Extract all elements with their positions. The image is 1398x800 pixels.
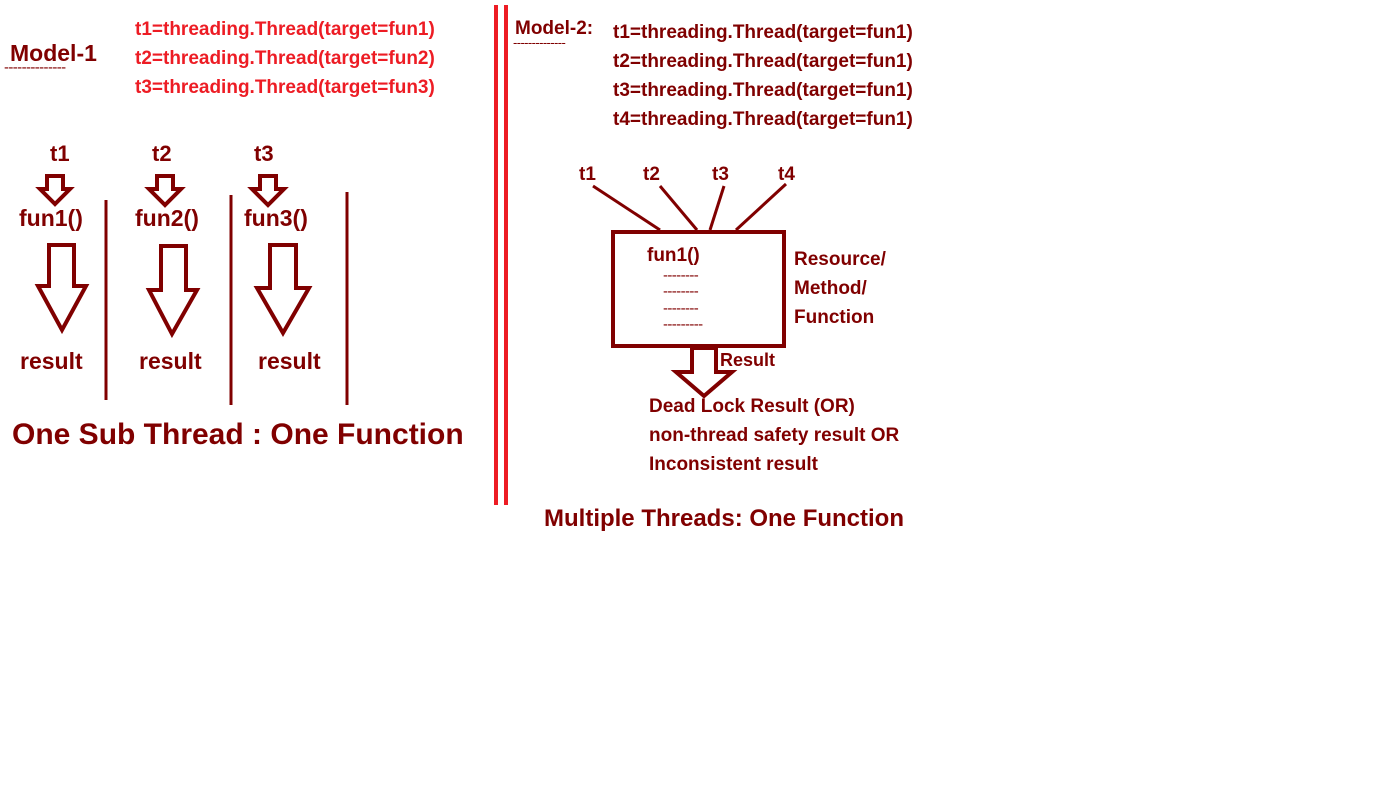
small-down-arrow-icon [35, 174, 75, 207]
model1-label-underline: -------------- [4, 59, 66, 76]
thread-label-t2: t2 [152, 141, 172, 166]
model2-code-line-4: t4=threading.Thread(target=fun1) [613, 109, 913, 130]
function-box-line-1: -------- [663, 267, 699, 284]
model2-thread-t3: t3 [712, 164, 729, 185]
model1-code-line-2: t2=threading.Thread(target=fun2) [135, 48, 435, 69]
thread-connector-t1 [592, 184, 661, 232]
model2-result-label: Result [720, 350, 776, 370]
big-down-arrow-icon [253, 243, 313, 337]
model2-thread-t1: t1 [579, 164, 596, 185]
model2-label-underline: -------------- [513, 35, 566, 50]
resource-label-line-2: Method/ [794, 278, 867, 299]
function-label-fun1: fun1() [19, 205, 83, 231]
outcome-line-1: Dead Lock Result (OR) [649, 396, 855, 417]
small-down-arrow-icon [247, 174, 289, 208]
function-box-line-2: -------- [663, 283, 699, 300]
function-label-fun2: fun2() [135, 205, 199, 231]
function-label-fun3: fun3() [244, 205, 308, 231]
function-box-title: fun1() [647, 245, 700, 266]
thread-connector-t3 [708, 185, 726, 231]
model1-label: Model-1 [10, 40, 97, 66]
big-down-arrow-icon [34, 243, 90, 335]
model2-code-line-3: t3=threading.Thread(target=fun1) [613, 80, 913, 101]
function-box [611, 230, 786, 348]
function-box-line-4: --------- [663, 316, 703, 333]
model2-caption: Multiple Threads: One Function [544, 505, 904, 532]
thread-label-t3: t3 [254, 141, 274, 166]
resource-label-line-1: Resource/ [794, 249, 886, 270]
function-box-line-3: -------- [663, 300, 699, 317]
model2-thread-t4: t4 [778, 164, 795, 185]
model1-code-line-1: t1=threading.Thread(target=fun1) [135, 19, 435, 40]
model2-code-line-1: t1=threading.Thread(target=fun1) [613, 22, 913, 43]
result-label-1: result [20, 348, 83, 374]
thread-label-t1: t1 [50, 141, 70, 166]
model2-label: Model-2: [515, 18, 594, 39]
result-label-2: result [139, 348, 202, 374]
small-down-arrow-icon [144, 174, 186, 208]
outcome-line-3: Inconsistent result [649, 454, 818, 475]
model2-code-line-2: t2=threading.Thread(target=fun1) [613, 51, 913, 72]
result-arrow-icon [670, 346, 738, 399]
model1-code-line-3: t3=threading.Thread(target=fun3) [135, 77, 435, 98]
result-label-3: result [258, 348, 321, 374]
big-down-arrow-icon [145, 244, 201, 339]
thread-connector-t4 [734, 182, 788, 232]
model2-thread-t2: t2 [643, 164, 660, 185]
thread-connector-t2 [658, 185, 699, 231]
outcome-line-2: non-thread safety result OR [649, 425, 900, 446]
model1-caption: One Sub Thread : One Function [12, 418, 464, 451]
resource-label-line-3: Function [794, 307, 875, 328]
